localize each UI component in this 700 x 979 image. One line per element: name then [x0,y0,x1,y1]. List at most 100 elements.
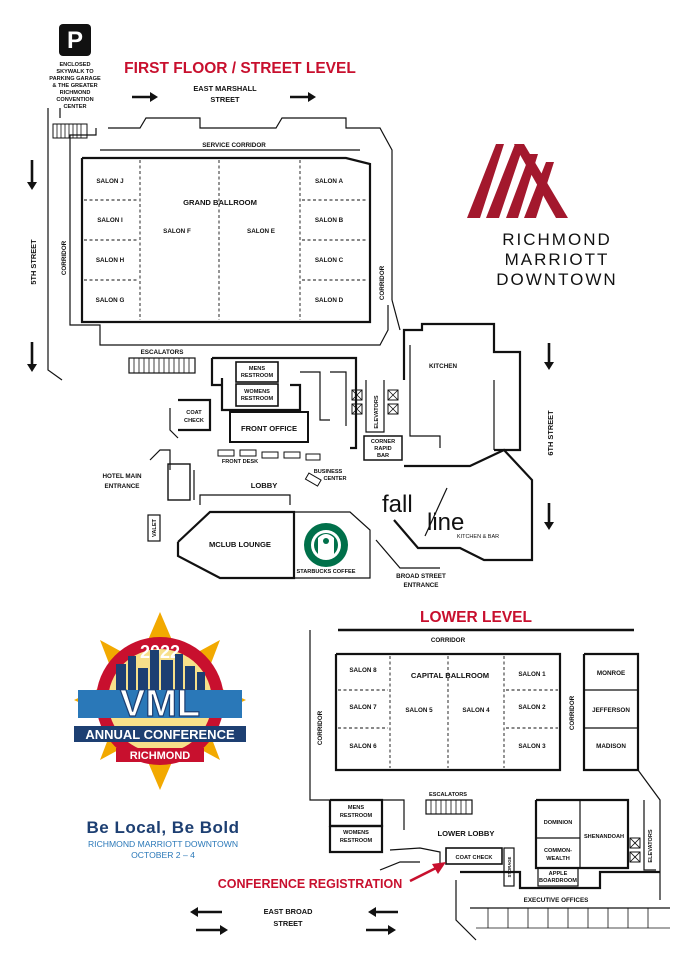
corner-bar-label-1: CORNER [371,439,395,445]
front-office-room [229,411,309,443]
salon-d: SALON D [315,297,344,304]
ll-mens-label-1: MENS [348,805,364,811]
corridor-mid-ll: CORRIDOR [569,695,576,730]
fall-line-word1: fall [382,491,413,518]
shenandoah-label: SHENANDOAH [584,834,624,840]
lower-level-plan: CORRIDOR CORRIDOR CAPITAL BALLROOM SALON… [309,630,670,941]
vml-city: RICHMOND [130,750,191,762]
salon-5: SALON 5 [405,707,433,714]
business-center-label-1: BUSINESS [314,469,343,475]
hotel-entrance-label-2: ENTRANCE [105,483,140,490]
executive-office-cells [476,908,670,929]
salon-f: SALON F [163,228,191,235]
storage-room [503,847,515,887]
broad-entrance-line1: BROAD STREET [396,573,446,580]
hotel-entrance-label-1: HOTEL MAIN [102,473,142,480]
business-center-icon [304,472,322,487]
starbucks-logo [304,523,348,567]
parking-caption-3: PARKING GARAGE [49,76,101,82]
apple-boardroom-label-2: BOARDROOM [539,878,577,884]
east-broad-line2: STREET [273,919,303,928]
ll-coat-check-room [445,847,503,865]
salon-b: SALON B [315,217,344,224]
womens-restroom-label-1: WOMENS [244,389,270,395]
ll-escalators-icon [425,799,473,815]
front-office-label: FRONT OFFICE [241,424,297,433]
escalators-label: ESCALATORS [141,349,184,356]
salon-j: SALON J [96,178,124,185]
north-street-line1: EAST MARSHALL [193,84,257,93]
vml-year: 2022 [140,642,180,662]
ll-womens-label-2: RESTROOM [340,838,373,844]
salon-3: SALON 3 [518,743,546,750]
parking-caption-2: SKYWALK TO [56,69,94,75]
marriott-m-icon [467,144,568,218]
valet-booth [147,514,161,542]
mens-restroom-room [235,361,279,383]
storage-label: STORAGE [507,856,512,877]
parking-icon [59,24,91,56]
vml-venue: RICHMOND MARRIOTT DOWNTOWN [88,839,238,849]
womens-restroom-room [235,383,279,407]
ll-coat-check-label: COAT CHECK [456,855,493,861]
vml-dates: OCTOBER 2 – 4 [131,850,195,860]
ll-mens-label-2: RESTROOM [340,813,373,819]
marriott-line1: RICHMOND [502,230,612,249]
fall-line-tagline: KITCHEN & BAR [457,534,499,540]
salon-7: SALON 7 [349,704,377,711]
corridor-right-label: CORRIDOR [379,265,386,300]
conference-registration-label: CONFERENCE REGISTRATION [218,877,403,891]
corner-bar-label-3: BAR [377,453,389,459]
vml-conference-logo: 2022 VML ANNUAL CONFERENCE RICHMOND [74,612,246,790]
parking-caption-6: CONVENTION [56,97,93,103]
lobby-label: LOBBY [251,481,278,490]
north-street: EAST MARSHALL STREET [132,84,316,104]
west-street: 5TH STREET [27,160,38,372]
grand-ballroom-label: GRAND BALLROOM [183,198,257,207]
lower-lobby-label: LOWER LOBBY [438,829,495,838]
salon-a: SALON A [315,178,344,185]
corridor-top-label: CORRIDOR [431,637,466,644]
salon-g: SALON G [96,297,125,304]
vml-tagline: Be Local, Be Bold [86,818,239,837]
commonwealth-label-2: WEALTH [546,856,570,862]
elevator-icon-ff [351,389,399,415]
parking-caption-1: ENCLOSED [59,62,90,68]
apple-boardroom-label-1: APPLE [549,871,568,877]
east-street-label: 6TH STREET [546,410,555,456]
corner-bar-room [363,435,403,461]
madison-label: MADISON [596,743,626,750]
parking-caption-4: & THE GREATER [52,83,97,89]
lower-level-title: LOWER LEVEL [420,609,532,626]
fall-line-word2: line [427,509,464,536]
ll-elevators-label: ELEVATORS [648,829,654,863]
parking-caption-5: RICHMOND [60,90,91,96]
broad-entrance-line2: ENTRANCE [404,582,439,589]
east-street: 6TH STREET [544,343,555,530]
elevators-label-ff: ELEVATORS [374,395,380,429]
corridor-left-ll: CORRIDOR [317,710,324,745]
salon-8: SALON 8 [349,667,377,674]
mclub-label: MCLUB LOUNGE [209,540,271,549]
corner-bar-label-2: RAPID [374,446,391,452]
ll-elevator-icon [629,837,641,863]
kitchen-label: KITCHEN [429,363,457,370]
salon-2: SALON 2 [518,704,546,711]
coat-check-label-2: CHECK [184,418,204,424]
service-corridor-label: SERVICE CORRIDOR [202,142,266,149]
marriott-line2: MARRIOTT [505,250,610,269]
salon-i: SALON I [97,217,123,224]
entrance-vestibule [167,463,191,501]
salon-c: SALON C [315,257,344,264]
capital-ballroom-label: CAPITAL BALLROOM [411,671,489,680]
salon-1: SALON 1 [518,671,546,678]
marriott-line3: DOWNTOWN [496,270,617,289]
skyline-icon [116,650,205,694]
salon-4: SALON 4 [462,707,490,714]
salon-e: SALON E [247,228,275,235]
mens-restroom-label-1: MENS [249,366,265,372]
executive-offices-label: EXECUTIVE OFFICES [524,897,589,904]
ll-womens-label-1: WOMENS [343,830,369,836]
front-desk-label: FRONT DESK [222,459,258,465]
